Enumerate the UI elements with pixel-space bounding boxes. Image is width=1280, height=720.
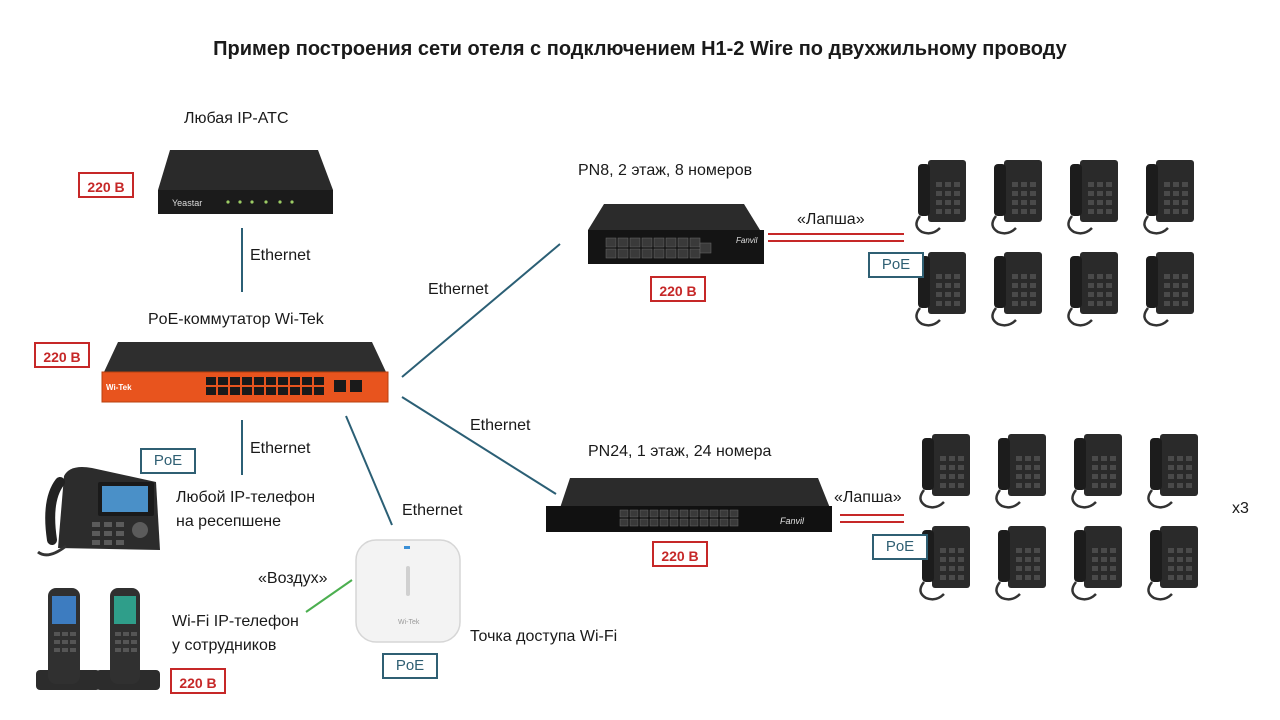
room-phone-icon [915, 160, 966, 235]
room-phone-icon [1067, 252, 1118, 327]
pbx-power-badge: 220 В [78, 172, 134, 198]
pn24-label: PN24, 1 этаж, 24 номера [588, 443, 772, 460]
reception-phone-device [37, 467, 160, 557]
link-label-switch-pn24: Ethernet [470, 417, 531, 434]
floor1-multiplier: x3 [1232, 500, 1249, 517]
floor2-poe-badge: PoE [868, 252, 924, 278]
svg-text:Fanvil: Fanvil [736, 236, 758, 245]
pn8-label: PN8, 2 этаж, 8 номеров [578, 162, 753, 179]
room-phone-icon [991, 252, 1042, 327]
pn24-power-badge: 220 В [652, 541, 708, 567]
room-phones-floor1 [919, 434, 1198, 601]
room-phone-icon [1067, 160, 1118, 235]
link-label-switch-pn8: Ethernet [428, 281, 489, 298]
poe-switch-label: PoE-коммутатор Wi-Tek [148, 311, 324, 328]
pn8-power-badge: 220 В [650, 276, 706, 302]
svg-text:Fanvil: Fanvil [780, 516, 805, 526]
room-phone-icon [991, 160, 1042, 235]
room-phone-icon [919, 434, 970, 509]
diagram-title: Пример построения сети отеля с подключен… [213, 38, 1067, 60]
pn24-device: Fanvil [546, 478, 832, 532]
room-phone-icon [1147, 526, 1198, 601]
access-point-label: Точка доступа Wi-Fi [470, 628, 618, 645]
svg-text:Wi-Tek: Wi-Tek [106, 383, 132, 392]
wifi-phone-label: Wi-Fi IP-телефон у сотрудников [172, 613, 299, 654]
room-phone-icon [1071, 526, 1122, 601]
room-phone-icon [995, 434, 1046, 509]
link-switch-pn8 [401, 243, 561, 378]
link-label-pbx-switch: Ethernet [250, 247, 311, 264]
svg-text:Wi-Tek: Wi-Tek [398, 619, 420, 626]
room-phone-icon [1071, 434, 1122, 509]
room-phones-floor2 [915, 160, 1194, 327]
room-phone-icon [995, 526, 1046, 601]
room-phone-icon [1147, 434, 1198, 509]
pbx-device: Yeastar [158, 150, 333, 214]
room-phone-icon [1143, 160, 1194, 235]
link-label-switch-phone: Ethernet [250, 440, 311, 457]
link-air [305, 579, 353, 613]
room-phone-icon [915, 252, 966, 327]
wifi-phone-power-badge: 220 В [170, 668, 226, 694]
floor1-wire-label: «Лапша» [834, 489, 902, 506]
link-switch-pn24 [401, 396, 557, 495]
reception-phone-poe-badge: PoE [140, 448, 196, 474]
floor2-wire-label: «Лапша» [797, 211, 865, 228]
reception-phone-label: Любой IP-телефон на ресепшене [176, 489, 316, 530]
pbx-label: Любая IP-АТС [184, 110, 289, 127]
access-point-device: Wi-Tek [355, 539, 461, 643]
poe-switch-power-badge: 220 В [34, 342, 90, 368]
floor1-poe-badge: PoE [872, 534, 928, 560]
wifi-handsets-device [36, 588, 160, 690]
poe-switch-device: Wi-Tek [101, 342, 389, 403]
pbx-brand-text: Yeastar [172, 198, 202, 208]
link-label-switch-ap: Ethernet [402, 502, 463, 519]
access-point-poe-badge: PoE [382, 653, 438, 679]
pn8-device: Fanvil [588, 204, 764, 264]
room-phone-icon [1143, 252, 1194, 327]
link-switch-ap [345, 415, 393, 526]
air-link-label: «Воздух» [258, 570, 328, 587]
